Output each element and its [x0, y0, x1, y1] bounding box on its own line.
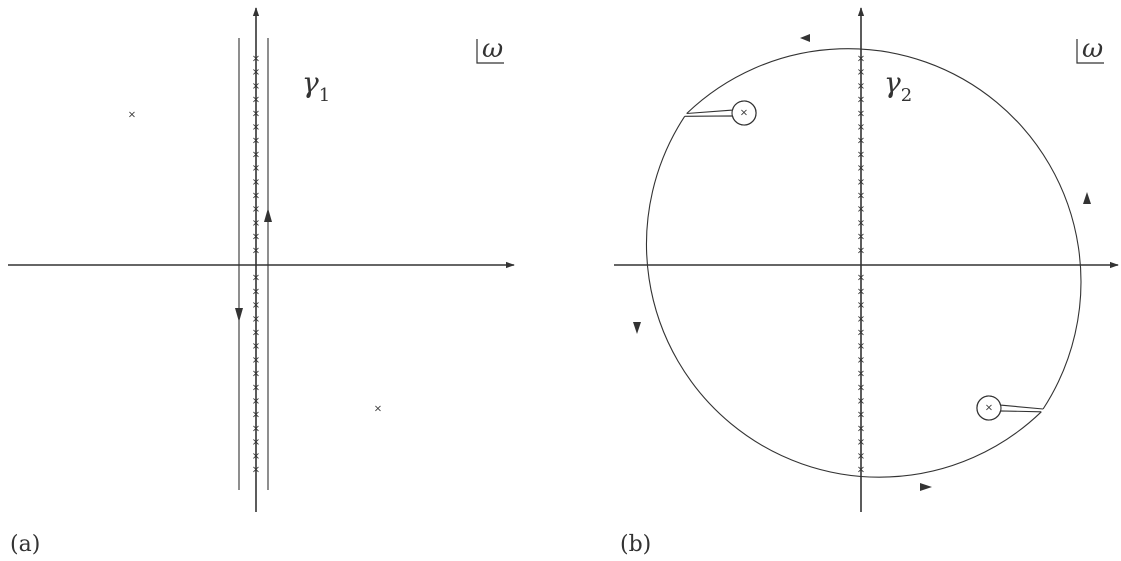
panel-a-axis-pole: × [252, 218, 260, 229]
panel-a-axis-pole: × [252, 300, 260, 311]
panel-a-axis-pole: × [252, 465, 260, 476]
panel-a-axis-pole: × [252, 81, 260, 92]
panel-a-axis-pole: × [252, 369, 260, 380]
panel-a-axis-pole: × [252, 177, 260, 188]
panel-a-axis-pole: × [252, 437, 260, 448]
panel-b-axis-pole: × [857, 81, 865, 92]
panel-b-axis-pole: × [857, 396, 865, 407]
panel-b-axis-pole: × [857, 177, 865, 188]
panel-b-axis-pole: × [857, 204, 865, 215]
panel-b-axis-pole: × [857, 218, 865, 229]
panel-a-axis-pole: × [252, 355, 260, 366]
panel-a-axis-pole: × [252, 191, 260, 202]
panel-a: ×××××××××××××××××××××××××××××× × × γ1 ω … [8, 7, 515, 557]
panel-b-axis-pole: × [857, 54, 865, 65]
panel-a-axis-pole: × [252, 286, 260, 297]
panel-b-axis-pole: × [857, 136, 865, 147]
panel-b-axis-pole: × [857, 95, 865, 106]
panel-b-axis-pole: × [857, 410, 865, 421]
panel-a-pole-upper-left: × [128, 110, 136, 121]
panel-b-axis-poles: × × × × × × × × × × × × × × × × × × × × × × × × × × × × × × [857, 54, 865, 476]
panel-a-axis-pole: × [252, 273, 260, 284]
panel-a-axis-pole: × [252, 314, 260, 325]
panel-a-axis-pole: × [252, 95, 260, 106]
panel-b-pole-lower-right: × [985, 403, 993, 414]
panel-a-axis-pole: × [252, 328, 260, 339]
panel-a-axis-pole: × [252, 451, 260, 462]
panel-a-axis-pole: × [252, 423, 260, 434]
panel-b-axis-pole: × [857, 382, 865, 393]
panel-b-axis-pole: × [857, 465, 865, 476]
panel-b-axis-pole: × [857, 451, 865, 462]
panel-a-up-arrow [264, 208, 272, 222]
panel-b-axis-pole: × [857, 108, 865, 119]
panel-a-axis-pole: × [252, 245, 260, 256]
panel-b-axis-pole: × [857, 341, 865, 352]
panel-b-axis-pole: × [857, 300, 865, 311]
panel-a-axis-pole: × [252, 410, 260, 421]
panel-b-axis-pole: × [857, 67, 865, 78]
panel-a-pole-lower-right: × [374, 404, 382, 415]
panel-b-axis-pole: × [857, 286, 865, 297]
panel-b-arrow-top [800, 34, 810, 42]
panel-a-axis-pole: × [252, 136, 260, 147]
panel-a-axis-pole: × [252, 54, 260, 65]
svg-text:ω: ω [1082, 34, 1103, 64]
panel-b: ×××××××××××××××××××××××××××××× × × γ2 ω … [614, 7, 1119, 557]
panel-b-axis-pole: × [857, 437, 865, 448]
panel-b-axis-pole: × [857, 149, 865, 160]
panel-a-label: (a) [10, 532, 40, 557]
panel-b-axis-pole: × [857, 122, 865, 133]
panel-a-down-arrow [235, 308, 243, 322]
panel-a-axis-poles: × × × × × × × × × × × × × × × × × × × × × × × × × × × × × × [252, 54, 260, 476]
panel-a-axis-pole: × [252, 341, 260, 352]
svg-text:ω: ω [482, 34, 503, 64]
panel-b-axis-pole: × [857, 273, 865, 284]
panel-a-axis-pole: × [252, 108, 260, 119]
panel-b-axis-pole: × [857, 245, 865, 256]
panel-b-axis-pole: × [857, 355, 865, 366]
panel-b-pole-circle-upper-left [731, 100, 757, 126]
panel-a-plane-label: ω [476, 34, 504, 64]
panel-b-axis-pole: × [857, 369, 865, 380]
panel-b-contour-label: γ2 [884, 66, 912, 106]
panel-a-axis-pole: × [252, 67, 260, 78]
panel-b-axis-pole: × [857, 163, 865, 174]
panel-b-plane-label: ω [1076, 34, 1104, 64]
panel-a-axis-pole: × [252, 396, 260, 407]
panel-b-axis-pole: × [857, 232, 865, 243]
panel-a-axis-pole: × [252, 232, 260, 243]
panel-b-arrow-left [633, 322, 641, 334]
panel-b-contour-circle [645, 48, 1082, 478]
panel-b-axis-pole: × [857, 423, 865, 434]
panel-a-axis-pole: × [252, 204, 260, 215]
panel-b-pole-upper-left: × [740, 108, 748, 119]
panel-a-axis-pole: × [252, 163, 260, 174]
panel-b-axis-pole: × [857, 191, 865, 202]
panel-a-axis-pole: × [252, 122, 260, 133]
panel-b-arrow-bottom [920, 483, 932, 491]
panel-b-axis-pole: × [857, 328, 865, 339]
panel-b-label: (b) [620, 532, 651, 557]
panel-b-arrow-right [1083, 192, 1091, 204]
panel-a-axis-pole: × [252, 382, 260, 393]
panel-a-axis-pole: × [252, 149, 260, 160]
panel-b-pole-circle-lower-right [976, 395, 1002, 421]
panel-b-axis-pole: × [857, 314, 865, 325]
panel-a-contour-label: γ1 [302, 66, 330, 106]
